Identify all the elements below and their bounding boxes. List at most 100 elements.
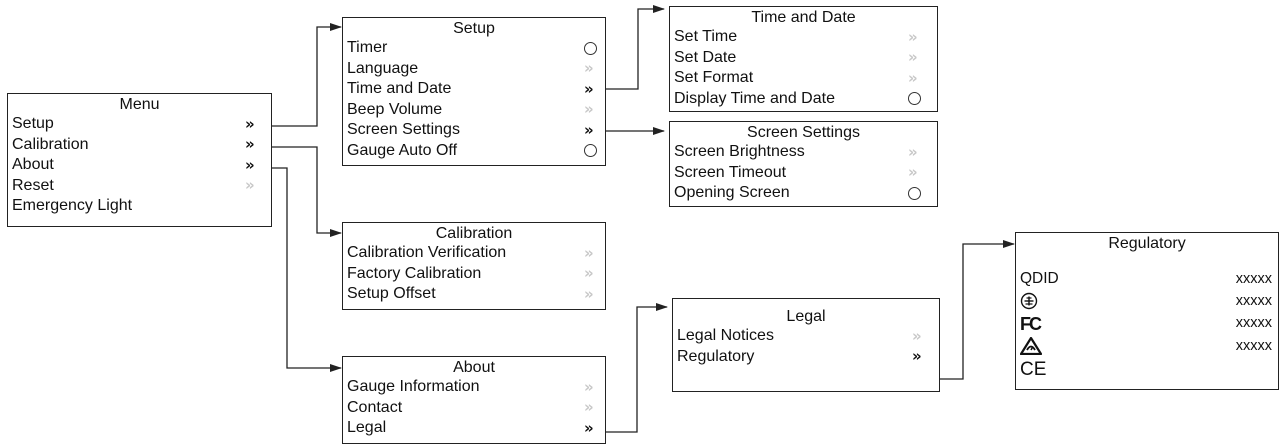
- arrow-legal-to-regulatory: [930, 240, 1015, 380]
- menu-item-reset[interactable]: Reset »: [8, 176, 271, 197]
- setup-item-label: Screen Settings: [347, 121, 460, 138]
- radio-button-icon[interactable]: [584, 38, 597, 58]
- time-and-date-title: Time and Date: [751, 9, 856, 26]
- chevron-right-icon: »: [245, 135, 255, 154]
- legal-title: Legal: [786, 308, 826, 325]
- chevron-right-icon: »: [584, 264, 594, 283]
- about-item-label: Gauge Information: [347, 378, 480, 395]
- about-title: About: [453, 359, 495, 376]
- regulatory-row-ce: CE: [1020, 359, 1272, 381]
- menu-panel: Menu Setup » Calibration » About » Reset…: [7, 93, 272, 227]
- about-item-contact[interactable]: Contact »: [343, 398, 605, 419]
- setup-item-label: Time and Date: [347, 80, 452, 97]
- setup-item-time-and-date[interactable]: Time and Date »: [343, 79, 605, 100]
- about-item-legal[interactable]: Legal »: [343, 418, 605, 439]
- regulatory-row-qdid: QDID xxxxx: [1020, 270, 1272, 292]
- time-date-item-display[interactable]: Display Time and Date: [670, 89, 937, 110]
- chevron-right-icon: »: [584, 377, 594, 396]
- regulatory-row-rcm: xxxxx: [1019, 336, 1272, 360]
- setup-item-label: Timer: [347, 39, 388, 56]
- rcm-mark-icon: [1019, 336, 1043, 360]
- menu-item-label: Calibration: [12, 135, 89, 153]
- calibration-item-label: Calibration Verification: [347, 244, 507, 261]
- chevron-right-icon: »: [245, 176, 255, 195]
- telecom-mark-icon: [1020, 292, 1038, 315]
- setup-item-label: Language: [347, 59, 419, 77]
- rcm-value: xxxxx: [1235, 338, 1272, 354]
- setup-item-label: Gauge Auto Off: [347, 141, 458, 159]
- menu-item-about[interactable]: About »: [8, 155, 271, 176]
- screen-item-timeout[interactable]: Screen Timeout »: [670, 163, 937, 184]
- menu-item-emergency-light[interactable]: Emergency Light: [8, 196, 271, 217]
- chevron-right-icon: »: [584, 398, 594, 417]
- fcc-value: xxxxx: [1235, 315, 1272, 331]
- chevron-right-icon: »: [908, 163, 918, 182]
- chevron-right-icon: »: [912, 347, 922, 366]
- setup-item-label: Beep Volume: [347, 100, 443, 118]
- regulatory-panel: Regulatory QDID xxxxx xxxxx FC xxxxx: [1015, 232, 1279, 390]
- radio-button-icon[interactable]: [584, 141, 597, 161]
- screen-settings-title: Screen Settings: [747, 124, 860, 141]
- time-date-item-label: Display Time and Date: [674, 89, 835, 107]
- arrow-about-to-legal: [605, 303, 668, 433]
- menu-item-label: Setup: [12, 115, 54, 132]
- setup-item-screen-settings[interactable]: Screen Settings »: [343, 120, 605, 141]
- calibration-item-factory[interactable]: Factory Calibration »: [343, 264, 605, 285]
- menu-item-label: Emergency Light: [12, 197, 133, 214]
- time-date-item-set-time[interactable]: Set Time »: [670, 27, 937, 48]
- screen-item-label: Screen Timeout: [674, 163, 787, 181]
- screen-settings-panel: Screen Settings Screen Brightness » Scre…: [669, 121, 938, 207]
- screen-item-label: Opening Screen: [674, 184, 790, 201]
- qdid-value: xxxxx: [1235, 271, 1272, 287]
- chevron-right-icon: »: [584, 418, 594, 437]
- setup-item-beep-volume[interactable]: Beep Volume »: [343, 100, 605, 121]
- time-date-item-set-date[interactable]: Set Date »: [670, 48, 937, 69]
- about-item-gauge-information[interactable]: Gauge Information »: [343, 377, 605, 398]
- time-date-item-set-format[interactable]: Set Format »: [670, 68, 937, 89]
- legal-item-legal-notices[interactable]: Legal Notices »: [673, 326, 939, 347]
- calibration-title: Calibration: [435, 225, 513, 242]
- chevron-right-icon: »: [908, 68, 918, 87]
- calibration-panel: Calibration Calibration Verification » F…: [342, 222, 606, 310]
- legal-item-regulatory[interactable]: Regulatory »: [673, 347, 939, 368]
- radio-button-icon[interactable]: [908, 89, 921, 109]
- time-and-date-panel: Time and Date Set Time » Set Date » Set …: [669, 6, 938, 112]
- setup-panel: Setup Timer Language » Time and Date » B…: [342, 17, 606, 166]
- menu-item-label: Reset: [12, 176, 54, 194]
- setup-title: Setup: [453, 20, 495, 37]
- regulatory-row-fcc: FC xxxxx: [1020, 314, 1272, 336]
- menu-item-calibration[interactable]: Calibration »: [8, 135, 271, 156]
- calibration-item-setup-offset[interactable]: Setup Offset »: [343, 284, 605, 305]
- menu-item-label: About: [12, 156, 54, 173]
- chevron-right-icon: »: [912, 326, 922, 345]
- qdid-label: QDID: [1020, 270, 1059, 287]
- menu-item-setup[interactable]: Setup »: [8, 114, 271, 135]
- legal-item-label: Legal Notices: [677, 327, 774, 344]
- legal-panel: Legal Legal Notices » Regulatory »: [672, 298, 940, 392]
- chevron-right-icon: »: [245, 155, 255, 174]
- about-item-label: Contact: [347, 398, 403, 416]
- ce-mark-icon: CE: [1020, 359, 1047, 380]
- chevron-right-icon: »: [908, 27, 918, 46]
- menu-title: Menu: [119, 96, 160, 113]
- regulatory-row-telecom: xxxxx: [1020, 292, 1272, 314]
- chevron-right-icon: »: [908, 142, 918, 161]
- chevron-right-icon: »: [584, 243, 594, 262]
- setup-item-language[interactable]: Language »: [343, 59, 605, 80]
- screen-item-brightness[interactable]: Screen Brightness »: [670, 142, 937, 163]
- legal-item-label: Regulatory: [677, 347, 755, 365]
- screen-item-opening-screen[interactable]: Opening Screen: [670, 183, 937, 204]
- chevron-right-icon: »: [908, 48, 918, 67]
- setup-item-gauge-auto-off[interactable]: Gauge Auto Off: [343, 141, 605, 162]
- time-date-item-label: Set Date: [674, 48, 737, 66]
- chevron-right-icon: »: [584, 120, 594, 139]
- calibration-item-verification[interactable]: Calibration Verification »: [343, 243, 605, 264]
- time-date-item-label: Set Time: [674, 28, 738, 45]
- setup-item-timer[interactable]: Timer: [343, 38, 605, 59]
- calibration-item-label: Factory Calibration: [347, 264, 482, 282]
- time-date-item-label: Set Format: [674, 69, 754, 86]
- chevron-right-icon: »: [584, 79, 594, 98]
- chevron-right-icon: »: [584, 59, 594, 78]
- about-panel: About Gauge Information » Contact » Lega…: [342, 356, 606, 444]
- radio-button-icon[interactable]: [908, 183, 921, 203]
